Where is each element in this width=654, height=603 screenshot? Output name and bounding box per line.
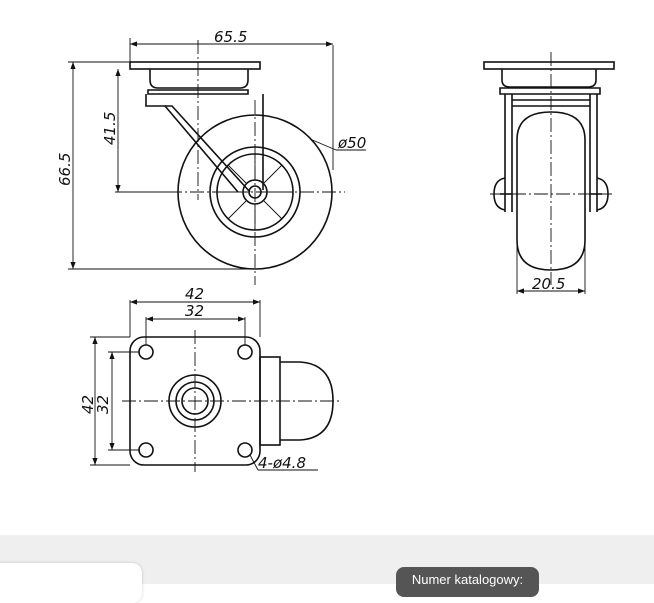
plate-hole-spacing-v-dim: 32 <box>94 395 112 414</box>
plate-depth-dim: 42 <box>79 395 97 414</box>
wheel-diameter-dim: ø50 <box>337 134 366 152</box>
mount-height-dim: 41.5 <box>101 112 119 145</box>
side-height-dim: 66.5 <box>56 153 74 186</box>
side-view <box>129 40 345 285</box>
plate-width-dim: 42 <box>185 285 204 303</box>
catalog-number-badge: Numer katalogowy: <box>396 567 539 597</box>
footer-card[interactable] <box>0 563 142 603</box>
side-width-dim: 65.5 <box>214 28 247 46</box>
front-view <box>483 52 615 285</box>
top-view-dimensions <box>90 299 318 471</box>
front-view-dimensions <box>516 240 586 294</box>
top-view <box>122 330 340 472</box>
caster-technical-drawing: 65.5 66.5 41.5 ø50 20.5 <box>56 28 615 472</box>
holes-dim: 4-ø4.8 <box>258 454 306 472</box>
wheel-width-dim: 20.5 <box>532 275 565 293</box>
plate-hole-spacing-h-dim: 32 <box>185 302 204 320</box>
side-view-dimensions <box>68 38 366 270</box>
